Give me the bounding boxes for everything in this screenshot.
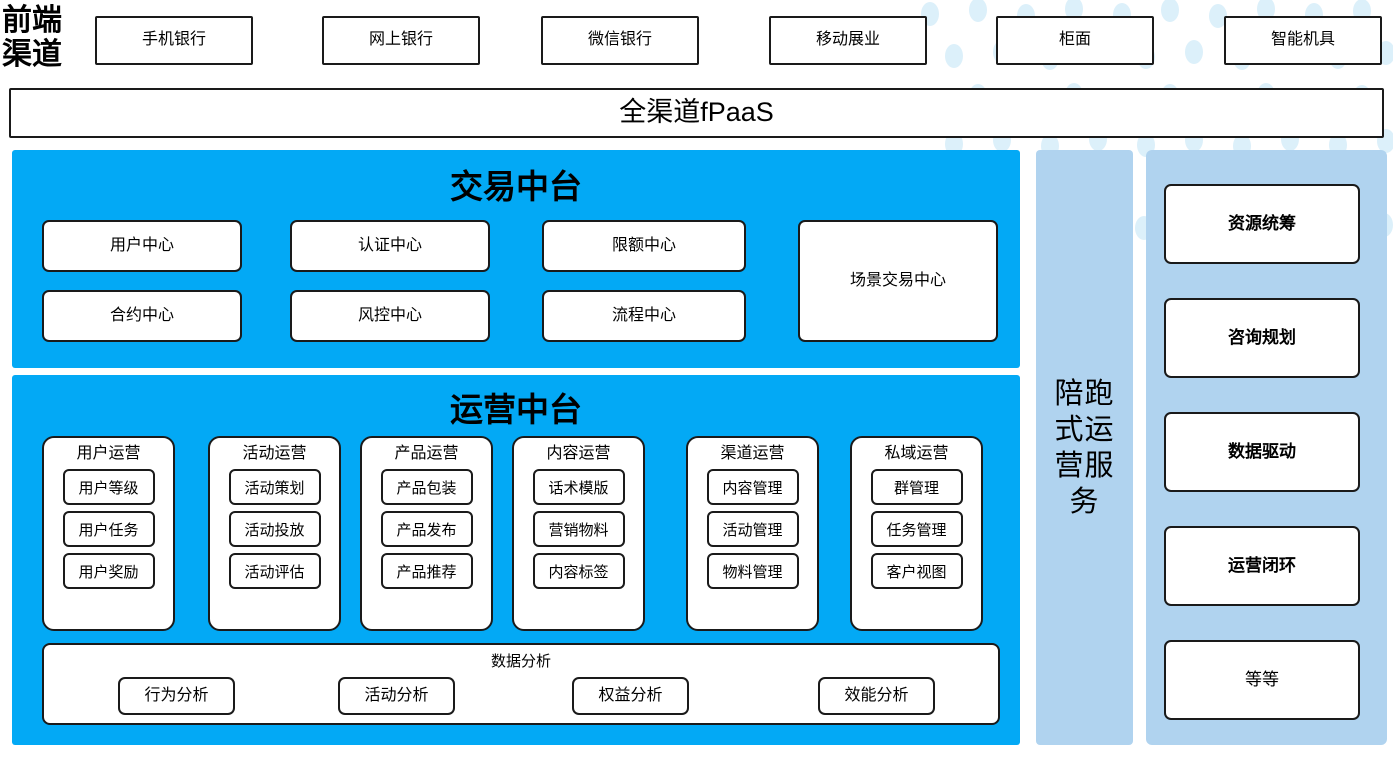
accompany-operation-service-panel[interactable]: 陪跑 式运 营服 务 <box>1036 150 1133 745</box>
data-analysis-section: 数据分析 行为分析 活动分析 权益分析 效能分析 <box>42 643 1000 725</box>
ops-column-product-operations: 产品运营 产品包装 产品发布 产品推荐 <box>360 436 493 631</box>
ops-item[interactable]: 营销物料 <box>532 511 625 547</box>
trade-box-process-center[interactable]: 流程中心 <box>542 290 746 342</box>
channel-label-line2: 渠道 <box>2 38 62 71</box>
channel-box-online-bank[interactable]: 网上银行 <box>322 16 480 65</box>
accompany-line4: 务 <box>1069 485 1100 518</box>
ops-column-private-domain-operations: 私域运营 群管理 任务管理 客户视图 <box>850 436 983 631</box>
ops-item[interactable]: 内容标签 <box>532 553 625 589</box>
channel-box-mobile-bank[interactable]: 手机银行 <box>95 16 253 65</box>
ops-item[interactable]: 任务管理 <box>870 511 963 547</box>
trade-center-title: 交易中台 <box>450 170 582 206</box>
ops-item[interactable]: 内容管理 <box>706 469 799 505</box>
ops-column-channel-operations: 渠道运营 内容管理 活动管理 物料管理 <box>686 436 819 631</box>
data-analysis-item-benefit[interactable]: 权益分析 <box>572 677 689 715</box>
trade-box-contract-center[interactable]: 合约中心 <box>42 290 242 342</box>
ops-item[interactable]: 活动评估 <box>228 553 321 589</box>
ops-item[interactable]: 用户任务 <box>62 511 155 547</box>
ops-column-title: 产品运营 <box>394 445 459 462</box>
ops-item[interactable]: 群管理 <box>870 469 963 505</box>
trade-box-limit-center[interactable]: 限额中心 <box>542 220 746 272</box>
service-box-data-driven[interactable]: 数据驱动 <box>1164 412 1360 492</box>
service-box-etc[interactable]: 等等 <box>1164 640 1360 720</box>
service-box-resource-coordination[interactable]: 资源统筹 <box>1164 184 1360 264</box>
channel-box-counter[interactable]: 柜面 <box>996 16 1154 65</box>
ops-column-title: 内容运营 <box>546 445 611 462</box>
data-analysis-item-campaign[interactable]: 活动分析 <box>338 677 455 715</box>
ops-center-title: 运营中台 <box>450 393 582 429</box>
service-box-consulting-planning[interactable]: 咨询规划 <box>1164 298 1360 378</box>
channel-box-mobile-biz[interactable]: 移动展业 <box>769 16 927 65</box>
ops-item[interactable]: 客户视图 <box>870 553 963 589</box>
ops-item[interactable]: 产品发布 <box>380 511 473 547</box>
ops-column-campaign-operations: 活动运营 活动策划 活动投放 活动评估 <box>208 436 341 631</box>
ops-item[interactable]: 用户奖励 <box>62 553 155 589</box>
ops-column-content-operations: 内容运营 话术模版 营销物料 内容标签 <box>512 436 645 631</box>
ops-center-panel: 运营中台 用户运营 用户等级 用户任务 用户奖励 活动运营 活动策划 活动投放 … <box>12 375 1020 745</box>
channel-box-smart-machine[interactable]: 智能机具 <box>1224 16 1382 65</box>
data-analysis-title: 数据分析 <box>490 653 551 670</box>
service-box-operation-closed-loop[interactable]: 运营闭环 <box>1164 526 1360 606</box>
trade-box-risk-center[interactable]: 风控中心 <box>290 290 490 342</box>
data-analysis-item-behavior[interactable]: 行为分析 <box>118 677 235 715</box>
accompany-operation-service-label: 陪跑 式运 营服 务 <box>1050 376 1120 520</box>
front-end-channel-label: 前端 渠道 <box>2 2 76 74</box>
ops-column-user-operations: 用户运营 用户等级 用户任务 用户奖励 <box>42 436 175 631</box>
data-analysis-item-efficiency[interactable]: 效能分析 <box>818 677 935 715</box>
ops-item[interactable]: 活动投放 <box>228 511 321 547</box>
ops-item[interactable]: 活动管理 <box>706 511 799 547</box>
accompany-line1: 陪跑 <box>1054 377 1115 410</box>
channel-label-line1: 前端 <box>2 4 62 37</box>
trade-box-user-center[interactable]: 用户中心 <box>42 220 242 272</box>
ops-item[interactable]: 产品推荐 <box>380 553 473 589</box>
omnichannel-fpaas-bar[interactable]: 全渠道fPaaS <box>9 88 1384 138</box>
channel-box-wechat-bank[interactable]: 微信银行 <box>541 16 699 65</box>
trade-center-panel: 交易中台 用户中心 认证中心 限额中心 合约中心 风控中心 流程中心 场景交易中… <box>12 150 1020 368</box>
accompany-line2: 式运 <box>1054 413 1115 446</box>
ops-item[interactable]: 产品包装 <box>380 469 473 505</box>
ops-item[interactable]: 活动策划 <box>228 469 321 505</box>
ops-item[interactable]: 用户等级 <box>62 469 155 505</box>
ops-item[interactable]: 物料管理 <box>706 553 799 589</box>
trade-box-scene-transaction-center[interactable]: 场景交易中心 <box>798 220 998 342</box>
accompany-line3: 营服 <box>1054 449 1115 482</box>
ops-column-title: 用户运营 <box>76 445 141 462</box>
ops-item[interactable]: 话术模版 <box>532 469 625 505</box>
ops-column-title: 私域运营 <box>884 445 949 462</box>
ops-column-title: 渠道运营 <box>720 445 785 462</box>
trade-box-auth-center[interactable]: 认证中心 <box>290 220 490 272</box>
front-end-channel-row: 前端 渠道 手机银行 网上银行 微信银行 移动展业 柜面 智能机具 <box>0 0 1393 82</box>
ops-column-title: 活动运营 <box>242 445 307 462</box>
service-capability-panel: 资源统筹 咨询规划 数据驱动 运营闭环 等等 <box>1146 150 1387 745</box>
